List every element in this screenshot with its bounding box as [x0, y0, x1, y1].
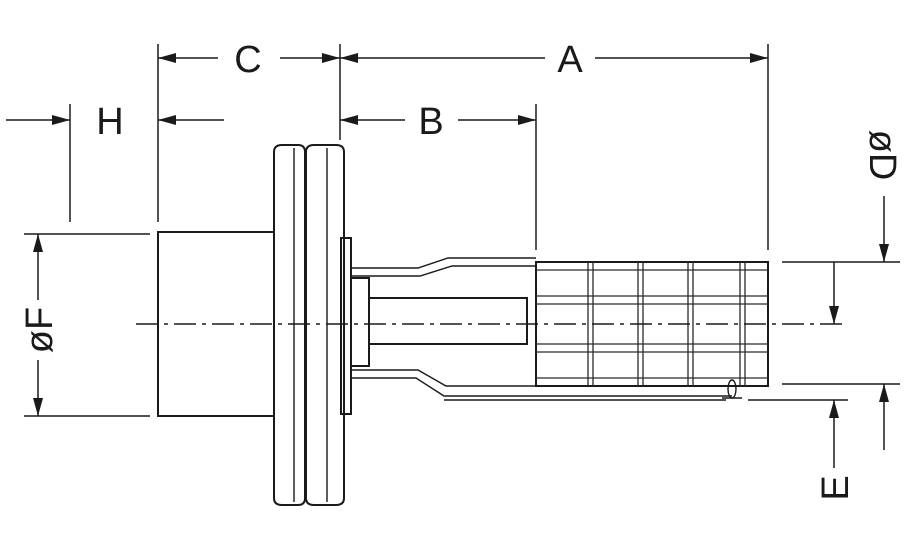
- label-b: B: [418, 101, 443, 143]
- dimension-f: øF: [19, 234, 61, 416]
- arrowhead: [750, 53, 768, 63]
- lower-lead-inner: [351, 377, 732, 397]
- label-f: øF: [19, 307, 61, 353]
- part-outline: [157, 144, 769, 506]
- flange-boss: [340, 237, 352, 415]
- stem-base: [350, 277, 370, 367]
- grid-cage-lines: [536, 262, 768, 386]
- arrowhead: [879, 384, 889, 402]
- center-stem: [368, 297, 528, 345]
- dimension-a: A: [340, 39, 768, 81]
- label-d: øD: [861, 130, 903, 181]
- arrowhead: [52, 115, 70, 125]
- flange-disc-1: [273, 144, 306, 506]
- dimension-b: B: [340, 101, 536, 143]
- dimension-c: C: [158, 39, 340, 81]
- arrowhead: [158, 115, 176, 125]
- flange-disc-2: [305, 144, 345, 506]
- arrowhead: [340, 53, 358, 63]
- arrowhead: [33, 234, 43, 252]
- dimension-e: E: [815, 262, 857, 501]
- lower-lead-outer: [351, 369, 536, 387]
- arrowhead: [340, 115, 358, 125]
- arrowhead: [33, 398, 43, 416]
- arrowhead: [322, 53, 340, 63]
- dimension-h: H: [6, 101, 224, 143]
- label-c: C: [234, 39, 261, 81]
- arrowhead: [829, 400, 839, 418]
- arrowhead: [829, 306, 839, 324]
- arrowhead: [518, 115, 536, 125]
- upper-lead-outer: [351, 257, 536, 269]
- arrowhead: [158, 53, 176, 63]
- label-a: A: [557, 39, 583, 81]
- extension-lines: [24, 44, 900, 417]
- label-e: E: [815, 475, 857, 500]
- dimension-d: øD: [861, 130, 903, 450]
- label-h: H: [96, 101, 123, 143]
- arrowhead: [879, 244, 889, 262]
- upper-lead-inner: [351, 265, 536, 277]
